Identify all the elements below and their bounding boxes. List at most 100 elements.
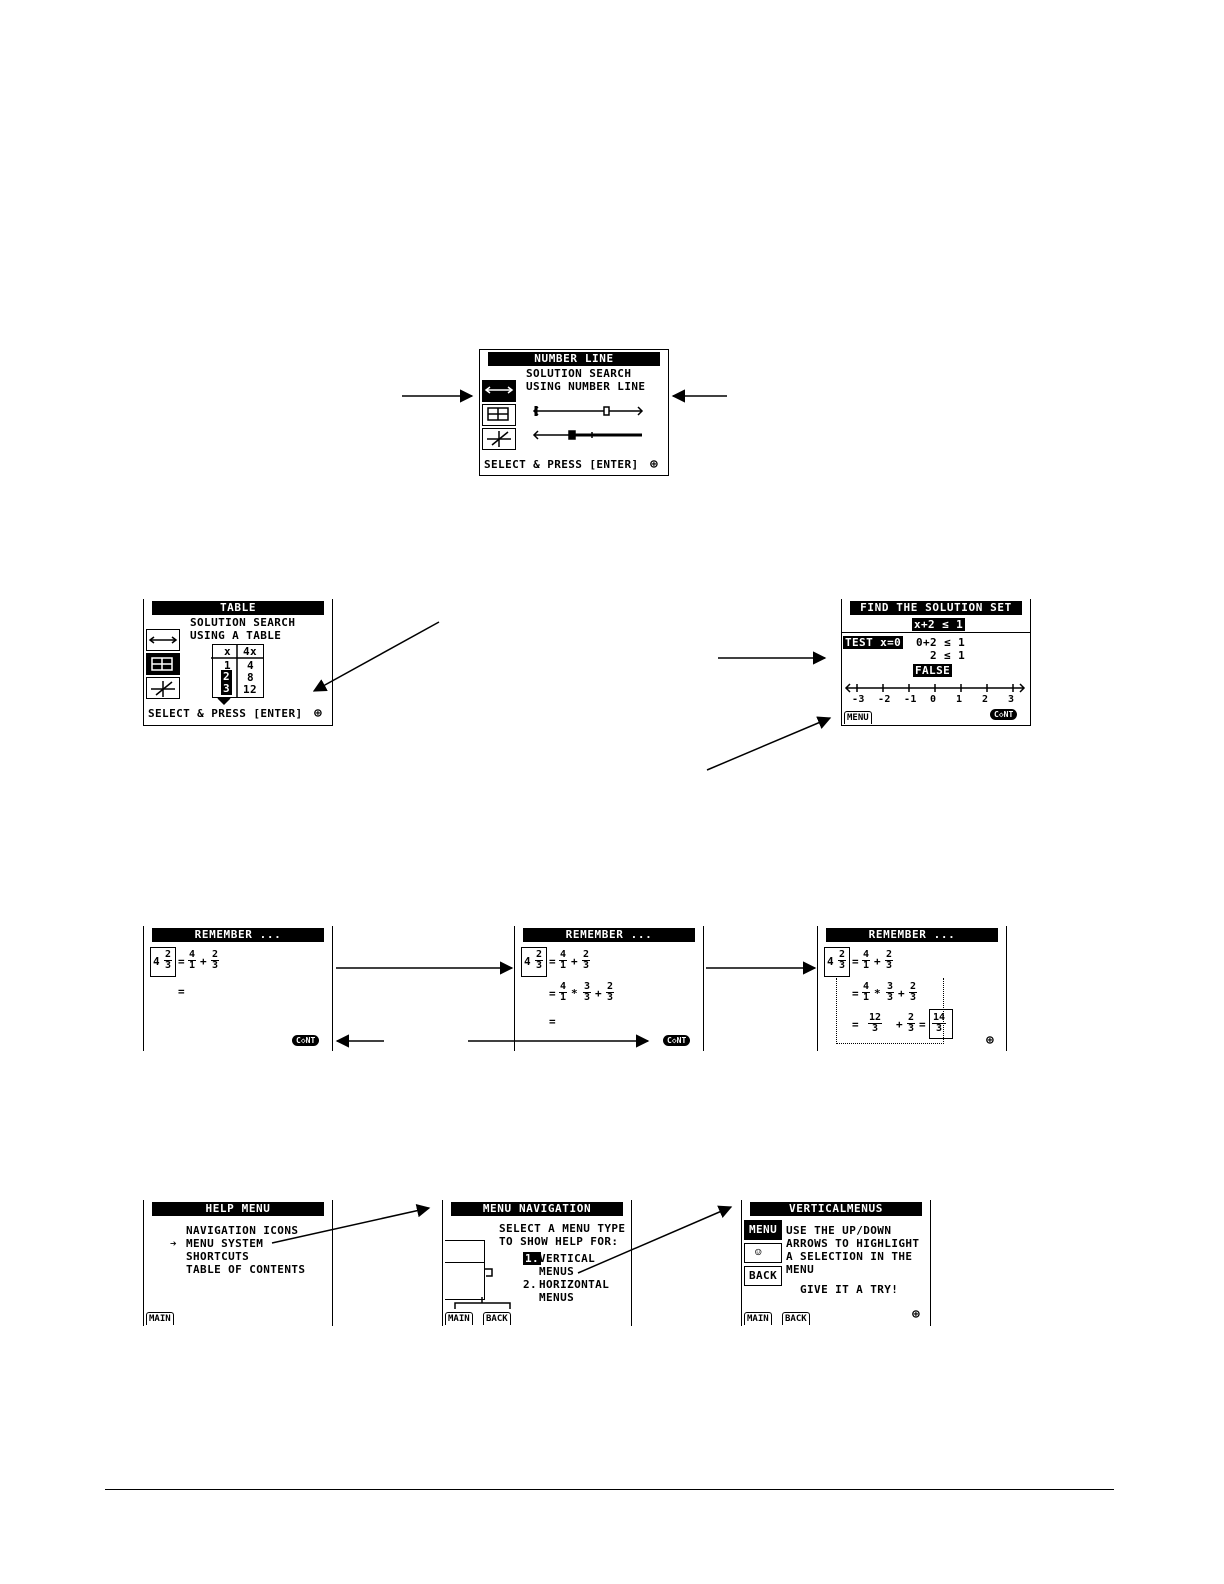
option-1-number[interactable]: 1. [523, 1252, 542, 1265]
table-cell: 12 [243, 683, 258, 696]
tick-label: -3 [852, 694, 865, 705]
equals-sign: = [549, 955, 557, 968]
main-tab[interactable]: MAIN [744, 1312, 772, 1325]
menu-item-table-of-contents[interactable]: TABLE OF CONTENTS [186, 1263, 306, 1276]
description-line-1: SOLUTION SEARCH [526, 367, 632, 380]
pointer-arrow-icon: ➔ [170, 1237, 178, 1250]
mixed-whole: 4 [153, 955, 161, 968]
screen-title: FIND THE SOLUTION SET [850, 601, 1022, 615]
graph-icon[interactable] [146, 677, 180, 699]
option-horizontal-line-2: MENUS [539, 1291, 575, 1304]
screen-title: HELP MENU [152, 1202, 324, 1216]
solution-set-screen: FIND THE SOLUTION SET x+2 ≤ 1 TEST x=0 0… [841, 599, 1031, 726]
step-2: 2 ≤ 1 [930, 649, 966, 662]
vertical-menus-screen: VERTICALMENUS MENU ☺ BACK USE THE UP/DOW… [741, 1200, 931, 1326]
tick-label: 3 [1008, 694, 1015, 705]
plus-sign: + [200, 955, 208, 968]
arrows-icon[interactable] [146, 629, 180, 651]
table-screen: TABLE SOLUTION SEARCH USING A TABLE x 4x… [143, 599, 333, 726]
continue-button[interactable]: C◇NT [663, 1035, 691, 1046]
navigation-icon: ⊕ [314, 706, 322, 721]
menu-item-shortcuts[interactable]: SHORTCUTS [186, 1250, 250, 1263]
navigation-icon: ⊕ [986, 1033, 994, 1048]
back-tab[interactable]: BACK [483, 1312, 511, 1325]
instruction-line-1: SELECT A MENU TYPE [499, 1222, 626, 1235]
menu-tab[interactable]: MENU [844, 711, 872, 724]
description-line-2: USING NUMBER LINE [526, 380, 646, 393]
mixed-number-box [521, 947, 547, 977]
table-cell-selected: 2 [221, 670, 233, 683]
side-menu-item[interactable] [744, 1220, 782, 1240]
description-line-2: USING A TABLE [190, 629, 282, 642]
help-text-4: MENU [786, 1263, 815, 1276]
continue-button[interactable]: C◇NT [292, 1035, 320, 1046]
equals-sign: = [852, 1018, 860, 1031]
arrows-icon[interactable] [482, 380, 516, 402]
equals-sign: = [178, 985, 186, 998]
equals-sign: = [549, 1015, 557, 1028]
mixed-number-box [824, 947, 850, 977]
table-icon[interactable] [482, 404, 516, 426]
option-vertical[interactable]: VERTICAL [539, 1252, 596, 1265]
screen-title: TABLE [152, 601, 324, 615]
menu-item-navigation-icons[interactable]: NAVIGATION ICONS [186, 1224, 299, 1237]
continue-button[interactable]: C◇NT [990, 709, 1018, 720]
side-smiley-item[interactable] [744, 1243, 782, 1263]
mini-table [212, 644, 264, 698]
callout-arrow [706, 716, 832, 771]
instruction-line-2: TO SHOW HELP FOR: [499, 1235, 619, 1248]
side-back-item[interactable] [744, 1266, 782, 1286]
times-sign: * [571, 987, 579, 1000]
help-text-3: A SELECTION IN THE [786, 1250, 913, 1263]
table-icon[interactable] [146, 653, 180, 675]
answer-box [929, 1009, 953, 1039]
table-cell: 4 [247, 659, 255, 672]
screen-title: NUMBER LINE [488, 352, 660, 366]
option-vertical-line-2: MENUS [539, 1265, 575, 1278]
plus-sign: + [874, 955, 882, 968]
times-sign: * [874, 987, 882, 1000]
graph-icon[interactable] [482, 428, 516, 450]
step-1: 0+2 ≤ 1 [916, 636, 966, 649]
option-2-number[interactable]: 2. [523, 1278, 538, 1291]
plus-sign: + [898, 987, 906, 1000]
main-tab[interactable]: MAIN [146, 1312, 174, 1325]
tick-label: -1 [904, 694, 917, 705]
status-line: SELECT & PRESS [ENTER] [484, 458, 639, 471]
option-horizontal[interactable]: HORIZONTAL [539, 1278, 610, 1291]
table-header-4x: 4x [243, 645, 258, 658]
main-tab[interactable]: MAIN [445, 1312, 473, 1325]
screen-title: REMEMBER ... [152, 928, 324, 942]
smiley-icon: ☺ [755, 1246, 763, 1259]
menu-item-menu-system[interactable]: MENU SYSTEM [186, 1237, 264, 1250]
description-line-1: SOLUTION SEARCH [190, 616, 296, 629]
mixed-whole: 4 [524, 955, 532, 968]
number-line-screen: NUMBER LINE SOLUTION SEARCH USING NUMBER… [479, 349, 669, 476]
divider [445, 1262, 485, 1263]
menu-navigation-screen: MENU NAVIGATION SELECT A MENU TYPE TO SH… [442, 1200, 632, 1326]
help-text-5: GIVE IT A TRY! [800, 1283, 899, 1296]
result-false: FALSE [913, 664, 953, 677]
table-cell: 8 [247, 671, 255, 684]
back-tab[interactable]: BACK [782, 1312, 810, 1325]
screen-title: VERTICALMENUS [750, 1202, 922, 1216]
equals-sign: = [852, 955, 860, 968]
plus-sign: + [571, 955, 579, 968]
side-back-label: BACK [749, 1269, 778, 1282]
